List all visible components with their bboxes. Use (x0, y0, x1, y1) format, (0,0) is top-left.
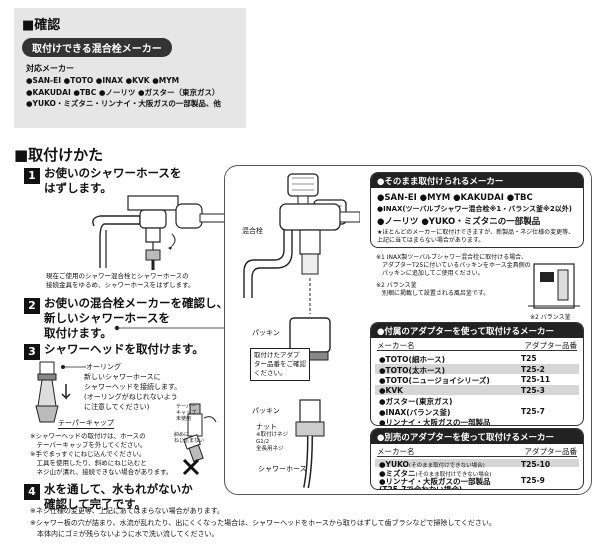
nut-note: ※取付けネジ G1/2 全長用ネジ (256, 432, 289, 452)
direct-line-2: ●INAX(ツーバルブシャワー混合栓※1・バランス釜※2以外) (377, 205, 572, 213)
table-row-maker: ●TOTO(ニュージョイシリーズ) (379, 376, 490, 385)
maker-line-1: ●SAN-EI ●TOTO ●INAX ●KVK ●MYM (26, 76, 180, 85)
table-row-shade (375, 459, 579, 467)
packing2-label: パッキン (252, 407, 280, 415)
bundled-adapter-title: ●付属のアダプターを使って取付けるメーカー (371, 323, 583, 338)
direct-note: ★ほとんどのメーカーに取付けできますが、新製品・ネジ仕様の変更等、 上記に当ては… (377, 229, 575, 244)
direct-line-3: ●ノーリツ ●YUKO・ミズタニの一部製品 (377, 217, 541, 227)
table-row-maker: ●YUKO(そのまま取付けできない場合) (379, 460, 485, 469)
table-row-code: T25-7 (521, 406, 545, 416)
footnote-2: ※シャワー板の穴が詰まり、水流が乱れたり、出にくくなった場合は、シャワーヘッドを… (30, 519, 496, 527)
faucet-label: 混合栓 (242, 227, 263, 235)
taper-cap-illustration (187, 403, 217, 437)
table-row-shade (375, 363, 579, 374)
table-row-code: T25-3 (521, 385, 545, 395)
direct-line-1: ●SAN-EI ●MYM ●KAKUDAI ●TBC (377, 193, 533, 203)
step1-faucet-illustration (92, 195, 229, 270)
table-row-maker: ●リンナイ・大阪ガスの一部製品 (379, 477, 491, 486)
footnote-3: 本体内にゴミが残らないように水で洗い流してください。 (30, 530, 219, 538)
table-row-code: T25-9 (521, 476, 545, 485)
step-2-text: お使いの混合栓メーカーを確認し、 新しいシャワーホースを 取付けます。 (44, 296, 228, 340)
maker-title: 対応メーカー (26, 64, 74, 73)
footnote-1: ※ネジ仕様の変更等、上記にあてはまらない場合があります。 (30, 507, 224, 515)
step3-showerhead-illustration (35, 361, 71, 423)
confirm-heading: ■確認 (22, 18, 61, 33)
table-row-maker: ●TOTO(太ホース) (379, 365, 446, 375)
step-3-text: シャワーヘッドを取付けます。 (44, 342, 204, 356)
taper-note: ※シャワーヘッドの取付けは、ホースの テーパーキャップを外してください。 ※手で… (30, 432, 173, 476)
faucet-diagram (243, 173, 360, 488)
separate-table-header: メーカー名 アダプター品番 (377, 447, 577, 457)
table-row-code: T25-2 (521, 364, 545, 374)
separate-adapter-box: ●別売のアダプターを使って取付けるメーカー メーカー名 アダプター品番 ●YUK… (370, 428, 584, 490)
table-row-maker: ●リンナイ・大阪ガスの一部製品 (379, 418, 491, 426)
table-row-maker: ●ミズタニ(そのまま取付けできない場合) (379, 469, 492, 478)
table-row-maker: ●KVK (379, 385, 403, 395)
taper-cap-small-label: テーパー キャップ 未使用 (176, 404, 197, 422)
step-2-number: 2 (24, 298, 40, 314)
step3-note: 新しいシャワーホースに シャワーヘッドを接続します。 (オーリングがねじれないよ… (84, 373, 182, 411)
table-row-code: T25-11 (521, 375, 551, 384)
step-1-text: お使いのシャワーホースを はずします。 (44, 166, 182, 195)
table-row-code: T25-10 (521, 460, 551, 469)
side-note-1: ※1 INAX製ツーバルブシャワー混合栓に取付ける場合、 アダプターT25に付い… (376, 254, 531, 277)
maker-line-2: ●KAKUDAI ●TBC ●ノーリツ ●ガスター（東京ガス） (26, 88, 220, 97)
separate-adapter-title: ●別売のアダプターを使って取付けるメーカー (371, 429, 583, 444)
step1-note: 現在ご使用のシャワー混合栓とシャワーホースの 接続金具をゆるめ、シャワーホースを… (46, 272, 195, 289)
bundled-adapter-box: ●付属のアダプターを使って取付けるメーカー メーカー名 アダプター品番 ●TOT… (370, 322, 584, 426)
balance-bath-illustration (528, 263, 580, 309)
table-row-maker: (T25-7で合わない場合) (379, 485, 463, 490)
table-row-maker: ●ガスター(東京ガス) (379, 397, 453, 406)
direct-install-box: ●そのまま取付けられるメーカー ●SAN-EI ●MYM ●KAKUDAI ●T… (370, 172, 584, 248)
direct-install-title: ●そのまま取付けられるメーカー (371, 173, 583, 188)
side-note-2: ※2 バランス釜 別梱に掲載して設置される風呂釜です。 (376, 282, 490, 297)
packing-note: 取付けたアダプ ター品番をご確認 ください。 (250, 348, 310, 381)
step-4-number: 4 (24, 484, 40, 500)
bundled-table-header: メーカー名 アダプター品番 (377, 341, 577, 351)
maker-pill: 取付けできる混合栓メーカー (22, 38, 172, 57)
tilt-note: 斜めに ねじ込まない (174, 432, 205, 444)
confirm-panel: ■確認 取付けできる混合栓メーカー 対応メーカー ●SAN-EI ●TOTO ●… (14, 8, 246, 128)
step-1-number: 1 (24, 168, 40, 184)
side-note-3: ※2 バランス釜 (530, 314, 571, 321)
taper-cap-label: テーパーキャップ (58, 419, 114, 429)
step-4-text: 水を通して、水もれがないか 確認して完了です。 (44, 482, 193, 511)
table-row-code: T25 (521, 354, 537, 363)
nut-label: ナット (256, 423, 277, 431)
packing-label: パッキン (252, 329, 280, 337)
step-3-number: 3 (24, 344, 40, 360)
table-row-shade (375, 384, 579, 395)
oring-pointer (61, 365, 86, 369)
tilted-thread-illustration (182, 434, 204, 476)
maker-line-3: ●YUKO・ミズタニ・リンナイ・大阪ガスの一部製品、他 (26, 99, 221, 108)
install-heading: ■取付けかた (14, 146, 104, 164)
shower-hose-label: シャワーホース (258, 465, 307, 473)
oring-label: オーリング (86, 363, 121, 371)
table-row-maker: ●INAX(バランス釜) (379, 407, 451, 417)
table-row-maker: ●TOTO(細ホース) (379, 355, 446, 364)
